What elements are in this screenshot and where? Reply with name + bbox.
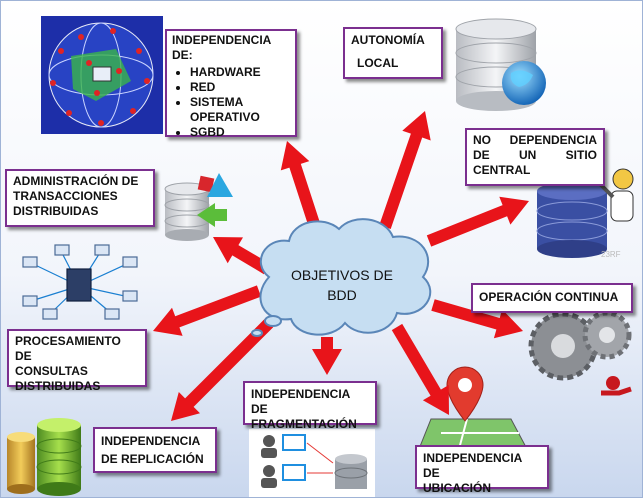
query-line1: PROCESAMIENTO DE (15, 334, 121, 363)
list-item: RED (190, 80, 290, 95)
hardware-box-list: HARDWARE RED SISTEMA OPERATIVO SGBD (172, 65, 290, 140)
database-worker-image: 23RF (536, 168, 634, 259)
center-title-line2: BDD (327, 287, 357, 303)
replication-line1: INDEPENDENCIA (101, 434, 201, 448)
hardware-independence-box: INDEPENDENCIA DE: HARDWARE RED SISTEMA O… (165, 29, 297, 140)
stacked-databases-image (7, 418, 82, 496)
arrow-to-location (391, 323, 449, 415)
arrows (153, 111, 529, 421)
arrow-to-hardware (280, 141, 323, 235)
local-autonomy-box: AUTONOMÍA LOCAL (343, 27, 443, 79)
arrow-to-replication (171, 318, 274, 421)
autonomy-line1: AUTONOMÍA (351, 33, 425, 47)
arrow-to-continuous-op (431, 299, 523, 339)
replication-line2: DE REPLICACIÓN (101, 452, 204, 466)
continuous-operation-label: OPERACIÓN CONTINUA (479, 290, 619, 304)
arrow-to-query (153, 285, 262, 336)
hardware-box-title: INDEPENDENCIA DE: (172, 33, 271, 62)
list-item: SGBD (190, 125, 290, 140)
transactions-line3: DISTRIBUIDAS (13, 204, 99, 218)
list-item: SISTEMA OPERATIVO (190, 95, 290, 125)
map-pin-image (418, 366, 528, 450)
fragmentation-independence-box: INDEPENDENCIA DE FRAGMENTACIÓN (243, 381, 377, 431)
continuous-operation-box: OPERACIÓN CONTINUA (471, 283, 633, 313)
gears-image (528, 310, 632, 396)
arrow-to-fragmentation (312, 337, 342, 375)
distributed-query-box: PROCESAMIENTO DE CONSULTAS DISTRIBUIDAS (7, 329, 147, 393)
fragmentation-image (249, 429, 375, 497)
location-line1: INDEPENDENCIA DE (423, 451, 522, 480)
center-title-line1: OBJETIVOS DE (291, 267, 393, 283)
center-title: OBJETIVOS DE BDD (279, 267, 405, 303)
center-cloud (251, 218, 432, 337)
query-line3: DISTRIBUIDAS (15, 379, 101, 393)
query-line2: CONSULTAS (15, 364, 88, 378)
no-central-line1: NO DEPENDENCIA (473, 133, 597, 147)
transactions-line1: ADMINISTRACIÓN DE (13, 174, 139, 188)
arrow-to-transactions (213, 237, 271, 275)
autonomy-line2: LOCAL (357, 56, 399, 70)
no-central-site-box: NO DEPENDENCIA DE UN SITIO CENTRAL (465, 128, 605, 186)
no-central-line2: DE UN SITIO (473, 148, 597, 162)
transactions-line2: TRANSACCIONES (13, 189, 118, 203)
no-central-line3: CENTRAL (473, 163, 531, 177)
database-shapes-image (164, 173, 233, 241)
network-globe-image (41, 16, 163, 134)
list-item: HARDWARE (190, 65, 290, 80)
arrow-to-autonomy (379, 111, 431, 229)
fragmentation-line1: INDEPENDENCIA DE (251, 387, 350, 416)
svg-text:23RF: 23RF (601, 250, 621, 259)
fragmentation-line2: FRAGMENTACIÓN (251, 417, 357, 431)
database-globe-image (455, 18, 546, 111)
network-diagram-image (22, 244, 138, 320)
distributed-transactions-box: ADMINISTRACIÓN DE TRANSACCIONES DISTRIBU… (5, 169, 155, 227)
location-line2: UBICACIÓN (423, 481, 491, 495)
location-independence-box: INDEPENDENCIA DE UBICACIÓN (415, 445, 549, 495)
replication-independence-box: INDEPENDENCIA DE REPLICACIÓN (93, 427, 217, 473)
arrow-to-no-central (426, 196, 529, 247)
